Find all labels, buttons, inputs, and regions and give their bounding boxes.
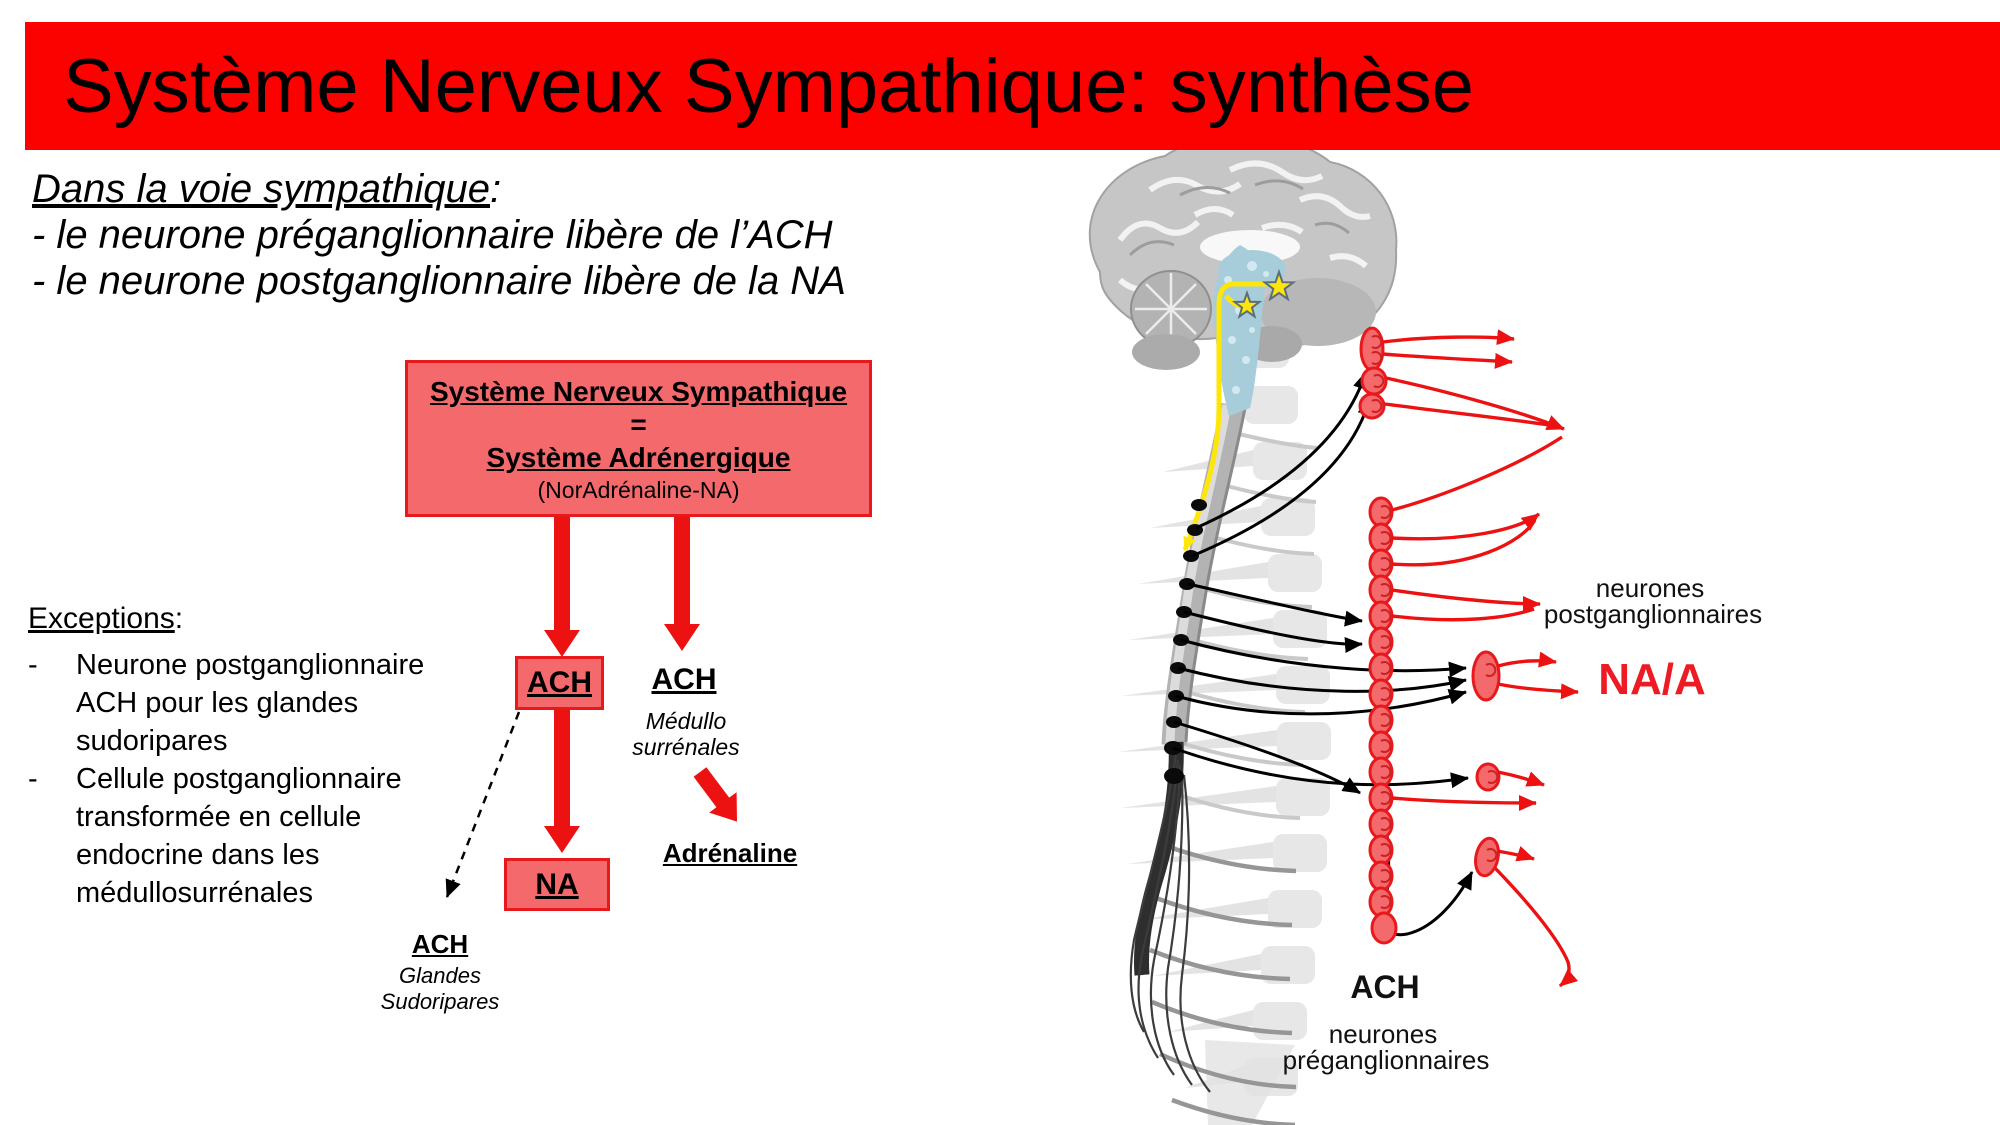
postganglionic-label: postganglionnaires (1544, 599, 1762, 629)
list-item: - Neurone postganglionnaire ACH pour les… (28, 646, 448, 760)
page-title: Système Nerveux Sympathique: synthèse (63, 43, 1474, 129)
ganglion (1368, 522, 1394, 554)
main-system-box: Système Nerveux Sympathique = Système Ad… (405, 360, 872, 517)
medullo-note: Médullo surrénales (614, 708, 758, 760)
list-item: - Cellule postganglionnaire transformée … (28, 760, 448, 912)
postganglionic-fiber (1385, 376, 1565, 431)
adrenaline-label: Adrénaline (662, 838, 798, 868)
dashed-arrow-icon (445, 711, 521, 898)
title-banner: Système Nerveux Sympathique: synthèse (25, 22, 2000, 150)
sweat-gland-note: Glandes Sudoripares (378, 963, 502, 1015)
postganglionic-fiber (1493, 866, 1579, 988)
postganglionic-fibers (1382, 329, 1579, 988)
ganglion (1368, 704, 1394, 736)
na-a-label: NA/A (1598, 655, 1706, 704)
preganglionic-fiber (1173, 720, 1361, 795)
ganglion (1368, 756, 1394, 788)
exception-text: Neurone postganglionnaire ACH pour les g… (76, 649, 425, 757)
preganglionic-fiber (1177, 666, 1467, 693)
ganglion (1368, 730, 1394, 762)
main-box-line2: Système Adrénergique (486, 441, 791, 473)
preganglionic-fiber (1195, 371, 1369, 530)
postganglionic-fiber (1391, 519, 1537, 567)
postganglionic-fiber (1497, 770, 1545, 787)
ganglion (1360, 366, 1388, 396)
ganglion (1368, 860, 1394, 892)
ganglion (1370, 911, 1398, 945)
main-box-line1: Système Nerveux Sympathique (429, 375, 848, 407)
preganglionic-fiber (1172, 746, 1469, 789)
sympathetic-chain (1358, 326, 1398, 945)
intro-line: - le neurone préganglionnaire libère de … (32, 213, 833, 257)
ganglion (1368, 652, 1394, 684)
preganglionic-fiber (1180, 638, 1467, 678)
intro-heading: Dans la voie sympathique (32, 167, 491, 211)
star-icon (1261, 268, 1297, 302)
postganglionic-fiber (1497, 682, 1579, 700)
medullo-note-line: Médullo (645, 708, 727, 734)
intro-text: Dans la voie sympathique: - le neurone p… (32, 166, 846, 304)
arrow-diagonal-icon (693, 767, 737, 822)
intro-line: - le neurone postganglionnaire libère de… (32, 259, 846, 303)
preganglionic-fiber (1183, 610, 1363, 653)
preganglionic-fiber (1175, 688, 1467, 716)
postganglionic-fiber (1391, 607, 1535, 622)
star-icon (1231, 289, 1263, 319)
preganglionic-label: neurones (1329, 1019, 1437, 1049)
ganglion (1368, 782, 1394, 814)
ganglion (1368, 574, 1394, 606)
sweat-note-line: Glandes (399, 963, 481, 988)
ganglion (1368, 600, 1394, 632)
ganglion (1368, 496, 1394, 528)
arrow-down-icon (664, 514, 700, 651)
main-box-subtitle: (NorAdrénaline-NA) (537, 476, 740, 503)
preganglionic-fiber (1191, 397, 1374, 558)
ach-medullo-label: ACH (651, 663, 717, 696)
main-box-equals: = (630, 408, 647, 440)
preganglionic-fiber (1379, 801, 1474, 937)
bullet-dash: - (28, 763, 38, 795)
postganglionic-fiber (1382, 352, 1513, 369)
flowchart-arrows (445, 514, 737, 898)
sweat-note-line: Sudoripares (380, 989, 500, 1014)
postganglionic-fiber (1391, 588, 1541, 612)
postganglionic-fiber (1391, 794, 1537, 811)
bullet-dash: - (28, 649, 38, 681)
ganglion (1368, 808, 1394, 840)
arrow-down-icon (544, 710, 580, 853)
ganglion (1368, 548, 1394, 580)
preganglionic-fiber (1187, 582, 1363, 627)
ganglion (1368, 886, 1394, 918)
brain (1088, 135, 1398, 416)
ganglion (1475, 762, 1501, 792)
medullo-note-line: surrénales (632, 734, 740, 760)
ganglion (1368, 834, 1394, 866)
na-box: NA (504, 858, 610, 911)
exceptions-heading: Exceptions (28, 602, 175, 635)
intro-heading-colon: : (490, 167, 502, 211)
ganglion (1368, 678, 1394, 710)
postganglionic-fiber (1382, 329, 1515, 346)
ach-sweat-label: ACH (411, 929, 469, 959)
ganglion (1358, 392, 1386, 420)
postganglionic-fiber (1496, 846, 1535, 862)
postganglionic-fiber (1384, 402, 1557, 428)
temporal-lobe (1260, 278, 1376, 346)
postganglionic-label: neurones (1596, 573, 1704, 603)
exceptions-block: Exceptions: - Neurone postganglionnaire … (28, 600, 448, 912)
arrow-down-icon (544, 514, 580, 657)
postganglionic-fiber (1391, 435, 1563, 512)
ach-box: ACH (515, 656, 604, 710)
preganglionic-label: préganglionnaires (1283, 1045, 1490, 1075)
ach-label: ACH (1350, 969, 1419, 1005)
exception-text: Cellule postganglionnaire transformée en… (76, 763, 402, 909)
cauda-equina (1129, 754, 1211, 1093)
ganglion (1474, 836, 1500, 878)
prevertebral-ganglia (1471, 650, 1501, 878)
postganglionic-fiber (1391, 512, 1541, 541)
exceptions-heading-colon: : (174, 602, 184, 635)
postganglionic-fiber (1497, 651, 1557, 668)
ganglion (1368, 626, 1394, 658)
